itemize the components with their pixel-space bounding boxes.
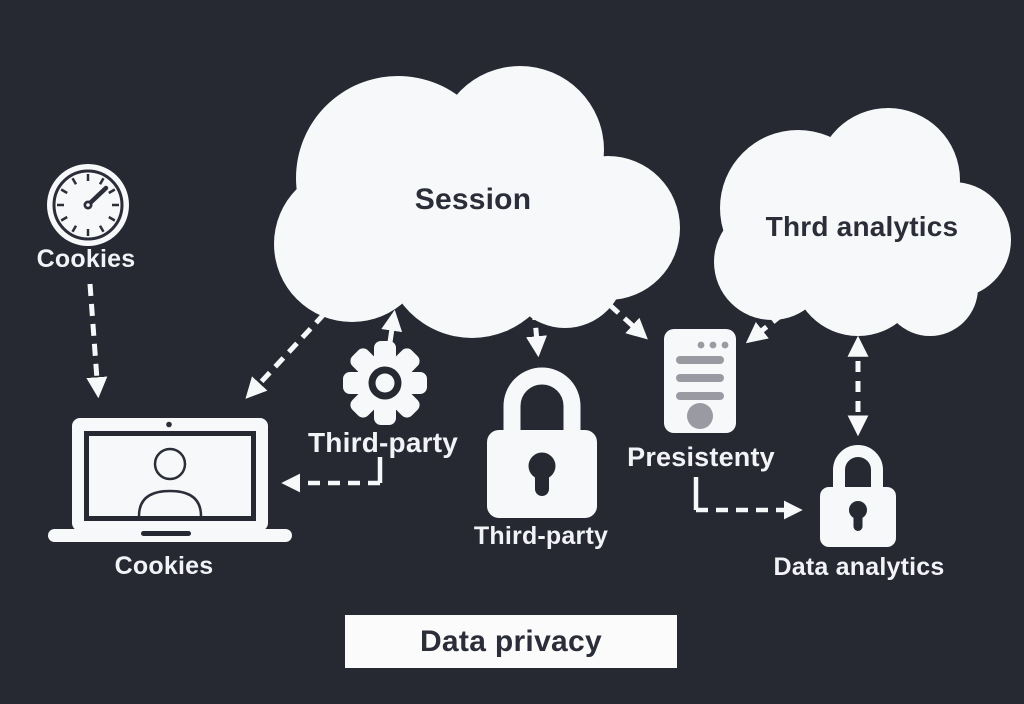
laptop-camera-dot — [166, 421, 172, 428]
connector-arrows — [86, 268, 869, 520]
server-icon — [664, 329, 736, 433]
laptop-user-icon — [48, 418, 292, 542]
padlock-icon-small — [820, 445, 896, 547]
analytics-cloud-label: Thrd analytics — [765, 211, 959, 242]
laptop-base-notch — [141, 531, 191, 536]
arrow-session-to-lock — [526, 287, 547, 358]
analytics-cloud-shape — [714, 108, 1011, 336]
padlock-icon-large — [487, 367, 597, 518]
laptop-node-label: Cookies — [114, 552, 214, 580]
arrow-analytics-to-server — [745, 300, 800, 344]
arrow-session-to-laptop — [245, 268, 367, 399]
arrow-session-to-server — [578, 276, 648, 340]
title-banner-label: Data privacy — [419, 624, 603, 658]
lock-node-label: Third-party — [473, 522, 609, 550]
clock-node-label: Cookies — [36, 245, 136, 273]
arrow-clock-to-laptop — [86, 283, 108, 399]
gear-icon — [343, 341, 427, 425]
server-node-label: Presistenty — [627, 442, 775, 472]
session-cloud-shape — [274, 66, 680, 338]
session-cloud-label: Session — [414, 183, 532, 216]
clock-icon — [47, 164, 129, 246]
clock-ticks — [57, 174, 119, 236]
data-lock-node-label: Data analytics — [773, 553, 945, 581]
user-silhouette-icon — [137, 447, 203, 517]
gear-node-label: Third-party — [308, 427, 458, 458]
title-banner: Data privacy — [345, 615, 677, 668]
